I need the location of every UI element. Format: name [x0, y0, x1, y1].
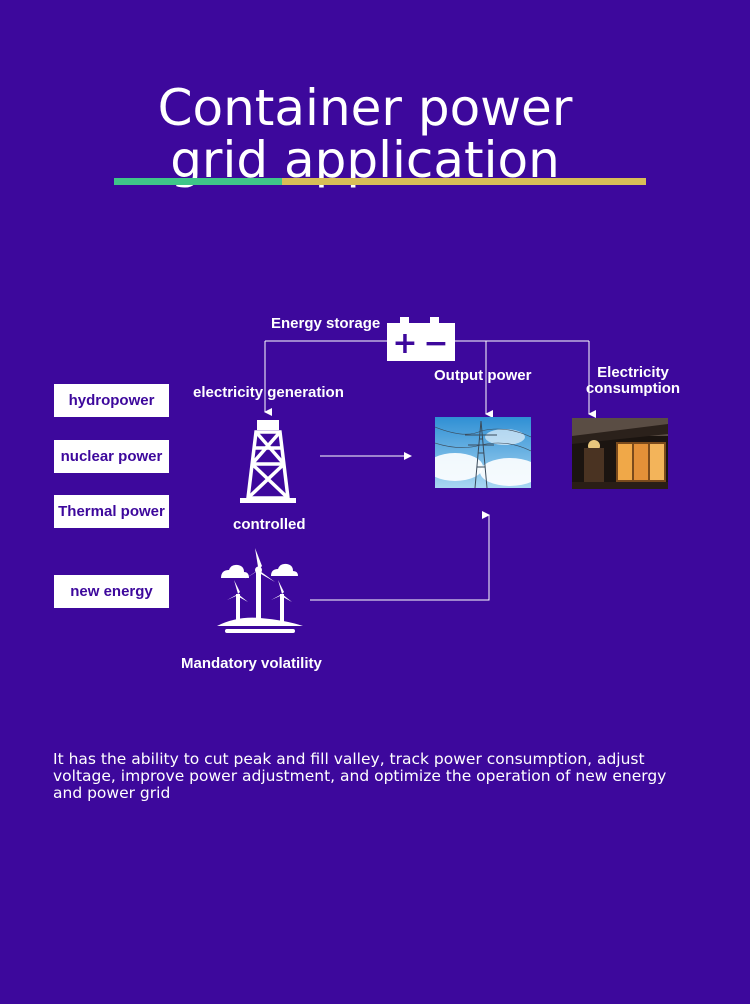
title-line-2: grid application [170, 130, 560, 189]
battery-minus-sign: − [423, 326, 448, 361]
battery-body [387, 323, 455, 361]
battery-terminal-right [430, 317, 439, 323]
controlled-label: controlled [233, 516, 306, 533]
new-energy-to-output-line [310, 511, 490, 601]
source-box-thermal-power: Thermal power [54, 495, 169, 528]
divider-green-segment [114, 178, 282, 185]
battery-terminal-left [400, 317, 409, 323]
electricity-consumption-label: Electricity consumption [583, 365, 683, 397]
output-power-label: Output power [434, 367, 532, 384]
page-title: Container power grid application [60, 82, 670, 186]
consumption-label-line-2: consumption [585, 380, 681, 397]
battery-icon: + − [387, 317, 455, 361]
mandatory-volatility-label: Mandatory volatility [181, 655, 322, 672]
power-line-photo [435, 417, 531, 488]
consumption-label-line-1: Electricity [597, 364, 669, 381]
lit-house-photo [572, 418, 668, 489]
description-text: It has the ability to cut peak and fill … [53, 750, 667, 802]
title-divider [114, 178, 646, 185]
divider-gold-segment [282, 178, 646, 185]
title-line-1: Container power [157, 78, 573, 137]
wind-turbine-icon [217, 548, 303, 633]
electricity-generation-label: electricity generation [193, 384, 344, 401]
energy-storage-label: Energy storage [271, 315, 381, 332]
battery-plus-sign: + [392, 326, 417, 361]
transmission-tower-icon [240, 420, 296, 503]
source-box-new-energy: new energy [54, 575, 169, 608]
source-box-hydropower: hydropower [54, 384, 169, 417]
source-box-nuclear-power: nuclear power [54, 440, 169, 473]
